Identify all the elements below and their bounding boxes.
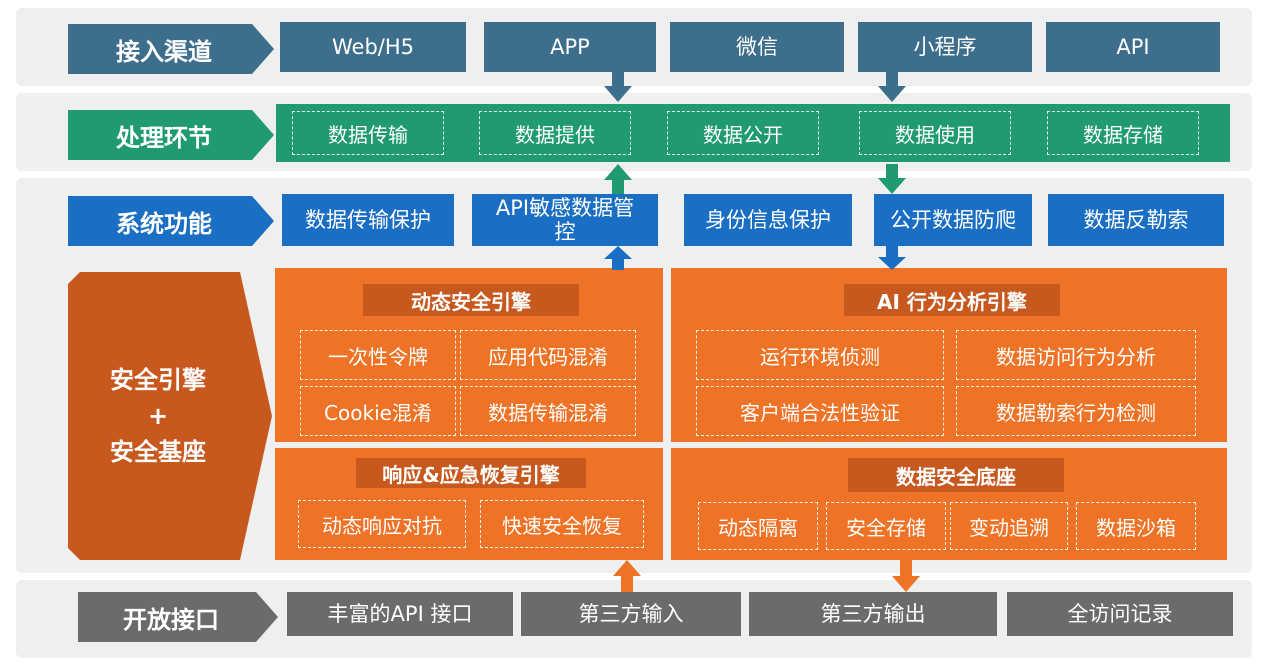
- base-item-change-trace: 变动追溯: [950, 502, 1068, 550]
- arrow-app-down-icon: [604, 72, 632, 102]
- ai-engine-title: AI 行为分析引擎: [844, 284, 1060, 316]
- dynamic-item-transfer-obfuscation: 数据传输混淆: [460, 386, 636, 436]
- dynamic-item-cookie-obfuscation: Cookie混淆: [300, 386, 456, 436]
- processing-label: 处理环节: [68, 110, 274, 160]
- ai-item-ransom-detect: 数据勒索行为检测: [956, 386, 1196, 436]
- arrow-provide-up-icon: [604, 164, 632, 194]
- dynamic-item-code-obfuscation: 应用代码混淆: [460, 330, 636, 380]
- arrow-use-down-icon: [878, 164, 906, 194]
- open-rich-api: 丰富的API 接口: [287, 592, 513, 636]
- processing-data-storage: 数据存储: [1047, 111, 1199, 155]
- processing-data-use: 数据使用: [859, 111, 1011, 155]
- response-item-dynamic-counter: 动态响应对抗: [298, 500, 466, 548]
- processing-bar: [276, 104, 1230, 162]
- channel-api: API: [1046, 22, 1220, 72]
- open-label: 开放接口: [78, 592, 278, 642]
- channel-web-h5: Web/H5: [280, 22, 466, 72]
- base-item-secure-storage: 安全存储: [826, 502, 946, 550]
- response-item-fast-recovery: 快速安全恢复: [480, 500, 644, 548]
- dynamic-item-one-time-token: 一次性令牌: [300, 330, 456, 380]
- arrow-ai-down-icon: [878, 246, 906, 270]
- arrow-miniprogram-down-icon: [878, 72, 906, 102]
- base-item-data-sandbox: 数据沙箱: [1076, 502, 1196, 550]
- ai-item-access-behavior: 数据访问行为分析: [956, 330, 1196, 380]
- channel-wechat: 微信: [670, 22, 844, 72]
- security-base-title: 数据安全底座: [848, 458, 1064, 492]
- engine-label-line3: 安全基座: [110, 438, 206, 466]
- open-third-party-input: 第三方输入: [521, 592, 741, 636]
- processing-data-provide: 数据提供: [479, 111, 631, 155]
- func-transfer-protection: 数据传输保护: [282, 194, 454, 246]
- arrow-input-up-icon: [613, 560, 641, 592]
- ai-item-env-detect: 运行环境侦测: [696, 330, 944, 380]
- ai-item-client-validation: 客户端合法性验证: [696, 386, 944, 436]
- engine-label-line1: 安全引擎: [110, 366, 206, 394]
- engine-label-line2: +: [147, 402, 169, 430]
- arrow-output-down-icon: [892, 560, 920, 592]
- processing-data-public: 数据公开: [667, 111, 819, 155]
- open-full-access-log: 全访问记录: [1007, 592, 1233, 636]
- func-anti-ransomware: 数据反勒索: [1048, 194, 1224, 246]
- system-label: 系统功能: [68, 196, 274, 246]
- processing-data-transfer: 数据传输: [292, 111, 444, 155]
- dynamic-engine-title: 动态安全引擎: [363, 284, 579, 316]
- open-third-party-output: 第三方输出: [749, 592, 997, 636]
- func-anti-crawl: 公开数据防爬: [874, 194, 1032, 246]
- channel-app: APP: [484, 22, 656, 72]
- channel-mini-program: 小程序: [858, 22, 1032, 72]
- response-engine-title: 响应&应急恢复引擎: [356, 458, 586, 488]
- base-item-dynamic-isolation: 动态隔离: [698, 502, 818, 550]
- func-api-sensitive-control: API敏感数据管控: [472, 194, 658, 246]
- engine-label: 安全引擎 + 安全基座: [68, 272, 272, 560]
- access-label: 接入渠道: [68, 24, 274, 74]
- func-identity-protection: 身份信息保护: [684, 194, 852, 246]
- arrow-engine-up-icon: [604, 246, 632, 270]
